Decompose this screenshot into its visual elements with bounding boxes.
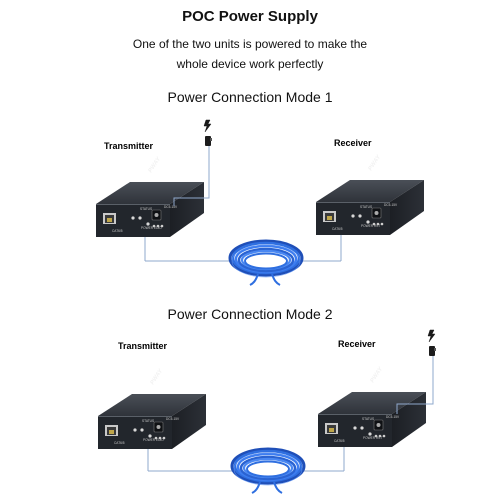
mode-1-tx-edid-label: EDID — [154, 226, 162, 230]
mode-1-power-adapter-icon — [203, 119, 213, 147]
mode-1-tx-brand: PWAY — [148, 156, 163, 175]
mode-1-title: Power Connection Mode 1 — [167, 89, 333, 105]
mode-1-rx-dc-label: DC5-15V — [384, 203, 398, 207]
mode-1-rx-lan-label: CAT6/5 — [332, 227, 343, 231]
subtitle-line-1: One of the two units is powered to make … — [132, 37, 368, 51]
mode-2-rx-rst-label: RST — [376, 436, 382, 440]
mode-1-diagram: PWAY CAT6/5 STATUS POWER EDID DC5-15V PW… — [95, 119, 425, 287]
mode-1-rx-power-label: POWER — [361, 224, 374, 228]
mode-1-power-cord — [173, 146, 210, 206]
mode-2-rx-brand: PWAY — [370, 366, 385, 385]
mode-2-tx-brand: PWAY — [150, 368, 165, 387]
page-title: POC Power Supply — [182, 8, 318, 25]
mode-2-power-cord — [396, 356, 434, 414]
mode-1-tx-status-label: STATUS — [140, 207, 152, 211]
mode-1-transmitter-label: Transmitter — [104, 141, 154, 151]
mode-1-receiver-label: Receiver — [334, 138, 372, 148]
mode-2-tx-lan-label: CAT6/5 — [114, 441, 125, 445]
mode-2-rx-lan-label: CAT6/5 — [334, 439, 345, 443]
mode-1-rx-brand: PWAY — [368, 154, 383, 173]
subtitle-line-2: whole device work perfectly — [176, 57, 324, 71]
mode-2-title: Power Connection Mode 2 — [167, 306, 333, 322]
mode-2-tx-status-label: STATUS — [142, 419, 154, 423]
mode-2-receiver-label: Receiver — [338, 339, 376, 349]
mode-1-rx-status-label: STATUS — [360, 205, 372, 209]
mode-2-power-adapter-icon — [427, 329, 437, 357]
mode-2-tx-power-label: POWER — [143, 438, 156, 442]
mode-2-transmitter-label: Transmitter — [118, 341, 168, 351]
mode-2-tx-edid-label: EDID — [156, 438, 164, 442]
mode-2-rx-power-label: POWER — [363, 436, 376, 440]
mode-2-tx-dc-label: DC5-15V — [166, 417, 180, 421]
mode-1-cable-coil-icon — [228, 239, 304, 287]
mode-1-tx-dc-label: DC5-15V — [164, 205, 178, 209]
mode-2-cable-coil-icon — [230, 447, 306, 495]
mode-2-diagram: PWAY CAT6/5 STATUS POWER EDID DC5-15V PW… — [97, 329, 437, 495]
mode-1-tx-power-label: POWER — [141, 226, 154, 230]
mode-1-rx-rst-label: RST — [374, 224, 380, 228]
mode-2-rx-dc-label: DC5-15V — [386, 415, 400, 419]
mode-1-tx-lan-label: CAT6/5 — [112, 229, 123, 233]
mode-2-rx-status-label: STATUS — [362, 417, 374, 421]
